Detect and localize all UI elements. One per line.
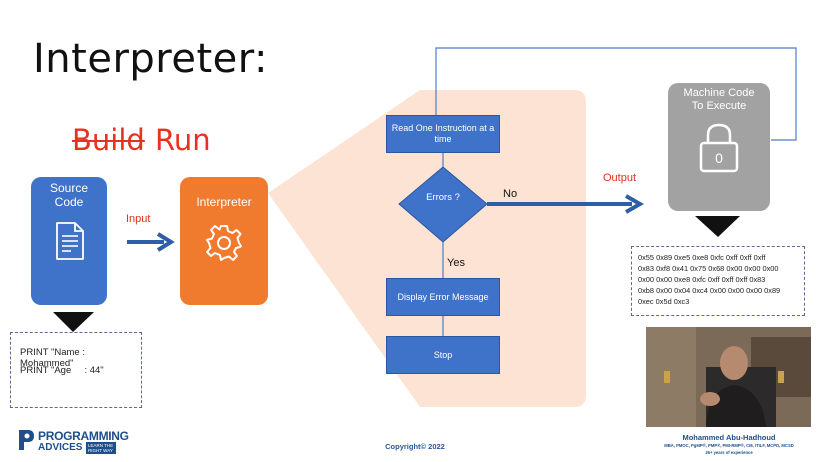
hex-line: 0x55 0x89 0xe5 0xe8 0xfc 0xff 0xff 0xff xyxy=(638,253,766,262)
run-heading: Run xyxy=(155,123,211,157)
interpreter-label: Interpreter xyxy=(196,195,252,209)
struck-heading: Build xyxy=(72,123,145,157)
hex-line: 0xb8 0x00 0x04 0xc4 0x00 0x00 0x00 0x89 xyxy=(638,286,781,295)
loop-connector xyxy=(435,47,797,141)
machine-pointer xyxy=(695,216,740,237)
zoom-panel xyxy=(268,90,586,407)
stop-node: Stop xyxy=(386,336,500,374)
source-pointer xyxy=(53,312,94,332)
code-line: PRINT "Age : 44" xyxy=(20,365,104,376)
yes-label: Yes xyxy=(447,257,465,269)
presenter-name: Mohammed Abu-Hadhoud xyxy=(682,433,776,442)
read-instruction-node: Read One Instruction at a time xyxy=(386,115,500,153)
errors-decision-label: Errors ? xyxy=(426,192,460,203)
machine-code-box: 0x55 0x89 0xe5 0xe8 0xfc 0xff 0xff 0xff … xyxy=(631,246,805,316)
hex-line: 0x83 0xf8 0x41 0x75 0x68 0x00 0x00 0x00 xyxy=(638,264,779,273)
slide-title: Interpreter: xyxy=(33,36,268,82)
programming-advices-logo-icon xyxy=(19,430,34,450)
source-code-block: Source Code xyxy=(31,177,107,305)
source-code-box: PRINT "Name : Mohammed" PRINT "Age : 44" xyxy=(10,332,142,408)
copyright: Copyright© 2022 xyxy=(385,442,445,451)
source-code-label: Source Code xyxy=(49,181,89,209)
output-label: Output xyxy=(603,172,637,184)
document-icon xyxy=(56,222,84,260)
machine-code-block: Machine Code To Execute 0 xyxy=(668,83,770,211)
presenter-image xyxy=(646,327,811,427)
logo-text-bottom: ADVICES xyxy=(38,442,83,453)
code-line: PRINT "Name : Mohammed" xyxy=(20,347,85,369)
presenter-video xyxy=(646,327,811,427)
input-label: Input xyxy=(126,213,151,225)
logo-tagline: LEARN THE RIGHT WAY xyxy=(86,442,116,454)
display-error-node: Display Error Message xyxy=(386,278,500,316)
interpreter-block: Interpreter xyxy=(180,177,268,305)
machine-code-label: Machine Code To Execute xyxy=(683,87,755,112)
lock-digit: 0 xyxy=(715,150,723,166)
presenter-credentials: MBA, PMOC, PgMP®, PMP®, PMI-RMP®, CM, IT… xyxy=(664,443,794,448)
presenter-experience: 26+ years of experience xyxy=(705,450,753,455)
gear-icon xyxy=(206,225,242,261)
no-label: No xyxy=(503,188,518,200)
logo-text-top: PROGRAMMING xyxy=(38,429,129,443)
errors-diamond xyxy=(398,166,488,243)
lock-icon xyxy=(699,123,739,173)
hex-line: 0xec 0x5d 0xc3 xyxy=(638,297,690,306)
hex-line: 0x00 0x00 0xe8 0xfc 0xff 0xff 0xff 0x83 xyxy=(638,275,766,284)
